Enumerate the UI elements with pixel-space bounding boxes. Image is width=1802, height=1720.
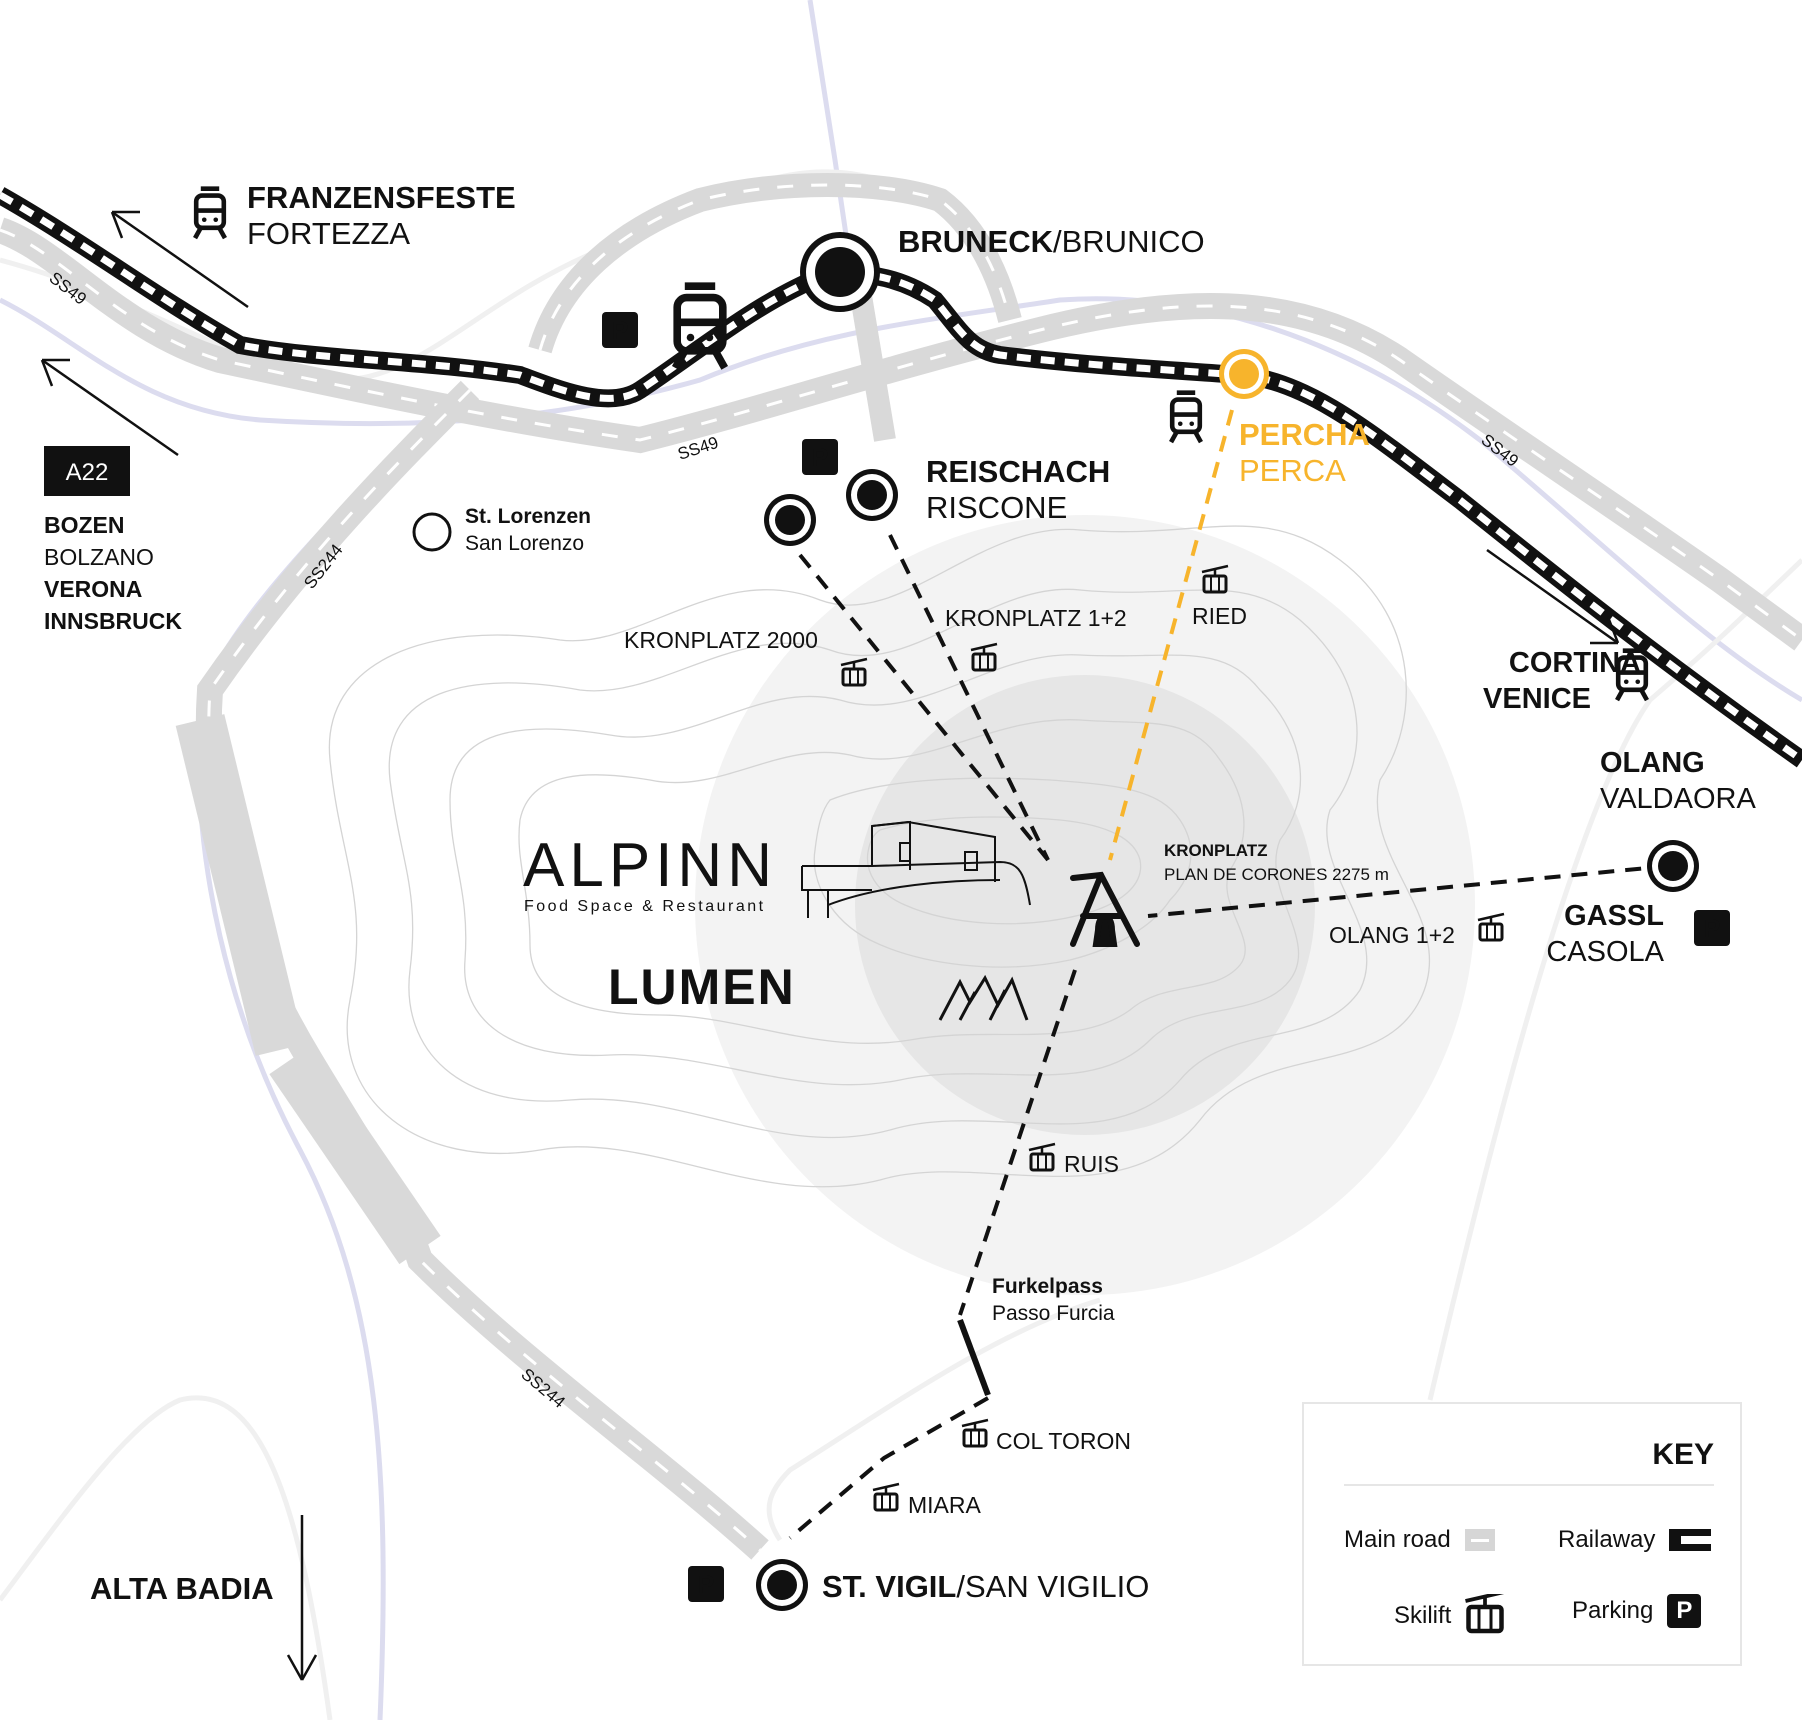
st-lorenzen-marker[interactable] — [412, 512, 452, 552]
svg-text:A22: A22 — [66, 459, 109, 486]
reischach-station-marker[interactable] — [846, 469, 898, 521]
key-label-main-road: Main road — [1344, 1526, 1451, 1553]
lift-lines — [788, 409, 1669, 1540]
bruneck-label: BRUNECK/BRUNICO — [898, 224, 1205, 259]
lumen-logo[interactable]: LUMEN — [608, 959, 796, 1015]
venice-label: VENICE — [1483, 683, 1591, 715]
olang-label-de: OLANG — [1600, 747, 1705, 779]
key-label-parking: Parking — [1572, 1597, 1654, 1624]
railway — [0, 187, 1802, 768]
st-lorenzen-label-it: San Lorenzo — [465, 532, 584, 555]
alta-badia-label: ALTA BADIA — [90, 1571, 274, 1606]
parking-icon-reischach: P — [802, 439, 838, 475]
st-vigil-label: ST. VIGIL/SAN VIGILIO — [822, 1569, 1149, 1604]
key-item-parking: Parking P — [1572, 1594, 1702, 1628]
key-divider — [1344, 1484, 1714, 1486]
kronplatz-label-de: KRONPLATZ — [1164, 841, 1268, 860]
key-item-skilift: Skilift — [1394, 1594, 1505, 1638]
parking-icon-st-vigil: P — [688, 1566, 724, 1602]
direction-arrows — [40, 210, 1620, 1681]
gassl-label-it: CASOLA — [1546, 936, 1664, 968]
kronplatz-summit-icon[interactable] — [1070, 871, 1140, 947]
lift-label-kronplatz12: KRONPLATZ 1+2 — [945, 605, 1127, 631]
gondola-icon-col-toron — [960, 1418, 990, 1448]
train-icon-percha — [1171, 393, 1201, 442]
st-vigil-station-marker[interactable] — [756, 1559, 808, 1611]
a22-dest-verona: VERONA — [44, 576, 142, 602]
railway-swatch — [1669, 1529, 1712, 1551]
a22-badge: A22 — [44, 446, 130, 496]
svg-text:P: P — [612, 317, 629, 345]
franzensfeste-label-it: FORTEZZA — [247, 216, 410, 251]
key-title: KEY — [1652, 1438, 1714, 1471]
key-item-railway: Railaway — [1558, 1526, 1712, 1554]
furkelpass-label-it: Passo Furcia — [992, 1302, 1115, 1325]
percha-label-de: PERCHA — [1239, 417, 1370, 452]
reischach-label-it: RISCONE — [926, 490, 1067, 525]
gassl-label-de: GASSL — [1564, 900, 1664, 932]
franzensfeste-label-de: FRANZENSFESTE — [247, 180, 516, 215]
reischach-label-de: REISCHACH — [926, 454, 1110, 489]
alpinn-logo[interactable]: ALPINN — [523, 831, 777, 900]
lift-label-ruis: RUIS — [1064, 1151, 1119, 1177]
map-key: KEY Main road Railaway Skilift Parking P — [1302, 1402, 1742, 1666]
kronplatz2000-station-marker[interactable] — [764, 494, 816, 546]
gondola-icon-miara — [871, 1482, 901, 1512]
cortina-label: CORTINA — [1509, 647, 1641, 679]
gondola-icon — [1465, 1594, 1505, 1638]
lift-label-olang12: OLANG 1+2 — [1329, 922, 1455, 948]
st-lorenzen-label-de: St. Lorenzen — [465, 505, 591, 528]
kronplatz-label-it: PLAN DE CORONES 2275 m — [1164, 865, 1389, 884]
main-roads — [0, 173, 1802, 1560]
svg-text:P: P — [812, 444, 829, 472]
a22-dest-innsbruck: INNSBRUCK — [44, 608, 182, 634]
percha-label-it: PERCA — [1239, 453, 1346, 488]
a22-dest-bozen: BOZEN — [44, 512, 125, 538]
parking-icon-gassl: P — [1694, 910, 1730, 946]
main-road-swatch — [1464, 1529, 1495, 1551]
lift-label-col-toron: COL TORON — [996, 1428, 1131, 1454]
parking-icon-bruneck: P — [602, 312, 638, 348]
key-item-main-road: Main road — [1344, 1526, 1495, 1554]
svg-text:P: P — [1704, 915, 1721, 943]
percha-station-marker[interactable] — [1219, 349, 1269, 399]
lift-label-miara: MIARA — [908, 1492, 982, 1518]
mountain-halo-inner — [855, 675, 1315, 1135]
gondola-icon-olang12 — [1476, 912, 1506, 942]
alpinn-building-sketch — [801, 820, 1031, 918]
bruneck-station-marker[interactable] — [800, 232, 880, 312]
svg-text:P: P — [698, 1571, 715, 1599]
alpinn-tagline: Food Space & Restaurant — [524, 898, 766, 915]
key-label-railway: Railaway — [1558, 1526, 1656, 1553]
olang-label-it: VALDAORA — [1600, 783, 1756, 815]
lift-label-kronplatz2000: KRONPLATZ 2000 — [624, 627, 818, 653]
gassl-station-marker[interactable] — [1647, 840, 1699, 892]
key-label-skilift: Skilift — [1394, 1602, 1452, 1629]
train-icon-franzensfeste — [195, 189, 225, 238]
a22-dest-bolzano: BOLZANO — [44, 544, 154, 570]
mountain-logo-sketch — [938, 974, 1029, 1021]
furkelpass-label-de: Furkelpass — [992, 1275, 1103, 1298]
parking-icon: P — [1667, 1594, 1702, 1628]
lift-label-ried: RIED — [1192, 603, 1247, 629]
